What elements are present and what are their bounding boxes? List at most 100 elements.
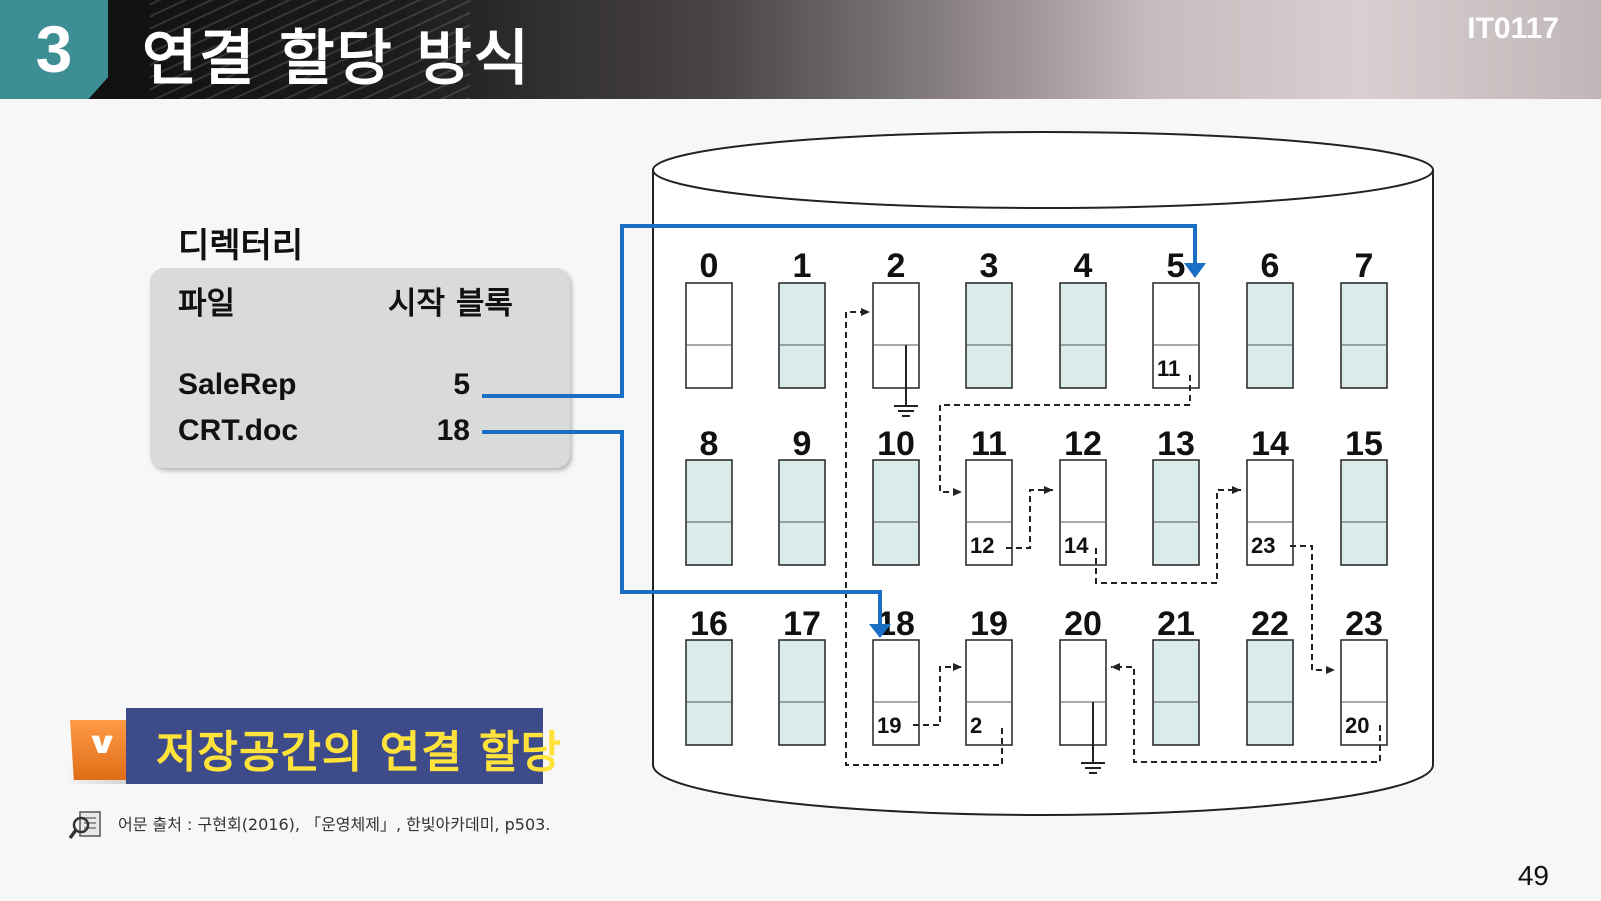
block-cell xyxy=(1059,282,1107,389)
disk-block: 11 12 xyxy=(965,425,1013,566)
block-number: 20 xyxy=(1064,605,1102,643)
block-number: 13 xyxy=(1157,425,1195,463)
ground-icon xyxy=(894,345,918,417)
block-next-pointer: 19 xyxy=(877,713,901,738)
block-number: 2 xyxy=(887,247,906,285)
disk-cylinder-body xyxy=(652,169,1434,816)
disk-block: 6 xyxy=(1246,247,1294,389)
block-number: 5 xyxy=(1167,247,1186,285)
block-number: 19 xyxy=(970,605,1008,643)
disk-block: 5 11 xyxy=(1152,247,1200,389)
directory-row-file: SaleRep xyxy=(178,368,297,401)
block-number: 12 xyxy=(1064,425,1102,463)
disk-block: 13 xyxy=(1152,425,1200,566)
pointer-salerep-to-5 xyxy=(482,224,1197,398)
block-next-pointer: 11 xyxy=(1157,356,1180,381)
block-number: 11 xyxy=(971,425,1007,463)
directory-col-file: 파일 xyxy=(178,286,236,322)
block-number: 16 xyxy=(690,605,728,643)
link-18-to-19 xyxy=(913,663,962,726)
directory-row-start: 18 xyxy=(436,414,470,447)
block-cell xyxy=(872,639,920,746)
disk-block: 0 xyxy=(685,247,733,389)
block-cell xyxy=(965,459,1013,566)
caption-tab: ∨ xyxy=(70,720,134,780)
block-next-pointer: 12 xyxy=(970,533,994,558)
block-cell xyxy=(685,639,733,746)
disk-block: 16 xyxy=(685,605,733,746)
page-title: 연결 할당 방식 xyxy=(142,24,531,94)
block-cell xyxy=(1246,282,1294,389)
ground-icon xyxy=(1081,702,1105,774)
link-23-to-20 xyxy=(1111,663,1381,763)
disk-block: 23 20 xyxy=(1340,605,1388,746)
caption-text: 저장공간의 연결 할당 xyxy=(156,727,562,778)
disk-cylinder-top xyxy=(652,131,1434,209)
block-cell xyxy=(872,459,920,566)
link-19-to-2 xyxy=(845,308,1003,766)
block-cell xyxy=(685,459,733,566)
header-banner xyxy=(0,0,1601,99)
block-next-pointer: 23 xyxy=(1251,533,1275,558)
block-cell xyxy=(872,282,920,389)
block-cell xyxy=(1340,459,1388,566)
block-links xyxy=(845,308,1381,766)
block-number: 6 xyxy=(1261,247,1280,285)
block-number: 8 xyxy=(700,425,719,463)
block-number: 10 xyxy=(877,425,915,463)
block-number: 3 xyxy=(980,247,999,285)
disk-block: 22 xyxy=(1246,605,1294,746)
block-next-pointer: 20 xyxy=(1345,713,1369,738)
page-number: 49 xyxy=(1517,860,1549,891)
block-cell xyxy=(1152,459,1200,566)
disk-block: 20 xyxy=(1059,605,1107,774)
disk-block: 21 xyxy=(1152,605,1200,746)
block-cell xyxy=(1340,282,1388,389)
disk-block: 2 xyxy=(872,247,920,417)
directory-col-start: 시작 블록 xyxy=(388,286,513,322)
directory-row-file: CRT.doc xyxy=(178,414,298,447)
block-cell xyxy=(1246,639,1294,746)
block-number: 23 xyxy=(1345,605,1383,643)
block-next-pointer: 2 xyxy=(970,713,982,738)
block-cell xyxy=(1246,459,1294,566)
disk-block: 7 xyxy=(1340,247,1388,389)
block-cell xyxy=(1059,459,1107,566)
block-cell xyxy=(778,459,826,566)
link-5-to-11 xyxy=(939,375,1191,496)
pointer-crtdoc-to-18 xyxy=(482,430,882,626)
block-number: 0 xyxy=(700,247,719,285)
course-code: IT0117 xyxy=(1467,12,1559,45)
pointer-salerep-arrowhead xyxy=(1184,263,1206,278)
disk-block: 3 xyxy=(965,247,1013,389)
disk-block: 19 2 xyxy=(965,605,1013,746)
search-document-icon xyxy=(68,811,101,840)
link-14-to-23 xyxy=(1290,545,1335,674)
section-number: 3 xyxy=(0,0,108,99)
link-11-to-12 xyxy=(1006,486,1053,549)
disk-block: 17 xyxy=(778,605,826,746)
block-number: 21 xyxy=(1157,605,1195,643)
disk-block: 10 xyxy=(872,425,920,566)
block-number: 22 xyxy=(1251,605,1289,643)
disk-block: 15 xyxy=(1340,425,1388,566)
directory-table: 파일 시작 블록 SaleRep 5 CRT.doc 18 xyxy=(150,268,570,468)
disk-block: 4 xyxy=(1059,247,1107,389)
caption: ∨ 저장공간의 연결 할당 xyxy=(60,708,561,784)
pointer-crtdoc-arrowhead xyxy=(869,624,891,638)
block-cell xyxy=(1152,282,1200,389)
block-cell xyxy=(1059,639,1107,746)
directory-label: 디렉터리 xyxy=(178,226,304,266)
header-background-texture xyxy=(150,0,470,99)
block-cell xyxy=(778,639,826,746)
source-citation: 어문 출처 : 구현회(2016), 「운영체제」, 한빛아카데미, p503. xyxy=(118,815,551,834)
block-number: 1 xyxy=(793,247,812,285)
directory-row-start: 5 xyxy=(453,368,470,401)
disk-block: 9 xyxy=(778,425,826,566)
block-cell xyxy=(965,639,1013,746)
